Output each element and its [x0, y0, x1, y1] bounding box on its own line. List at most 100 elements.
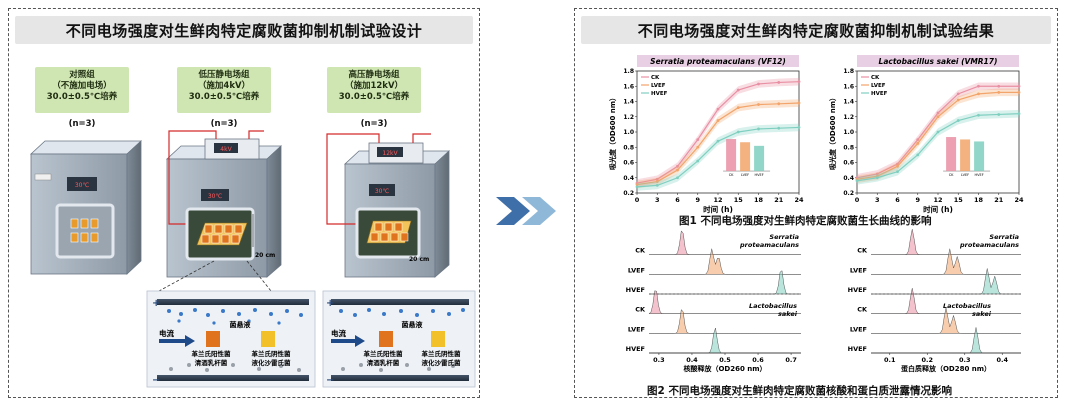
ridge-row-label: CK	[857, 247, 868, 255]
minus-sign: −	[152, 375, 160, 386]
data-point-CK	[716, 107, 720, 111]
x-axis-label: 时间 (h)	[923, 204, 953, 214]
legend-label-CK: CK	[871, 75, 880, 81]
n-label: (n=3)	[68, 119, 96, 129]
gram-negative-label: 革兰氏阴性菌	[422, 349, 462, 358]
data-point-LVEF	[997, 90, 1001, 94]
temp-display: 30℃	[208, 193, 223, 200]
chart-title-banner	[857, 55, 1019, 67]
y-tick-label: 0.8	[843, 144, 854, 151]
data-point-CK	[977, 84, 980, 88]
group-temp: 30.0±0.5℃培养	[188, 92, 260, 102]
data-point-HVEF	[696, 159, 700, 163]
ridge-density-LVEF	[871, 248, 1021, 275]
ridge-density-LVEF	[649, 308, 801, 334]
figure1-caption: 图1 不同电场强度对生鲜肉特定腐败菌生长曲线的影响	[679, 215, 932, 227]
mechanism-detail-low: + − 电流 菌悬液 革兰氏阳性菌 清酒乳杆菌 革兰氏阴性菌 液化沙雷氏菌	[146, 290, 316, 388]
control-incubator: 30℃	[29, 140, 143, 275]
data-point-CK	[875, 172, 879, 176]
gram-negative-species: 液化沙雷氏菌	[252, 358, 292, 367]
data-point-CK	[736, 88, 740, 92]
ridge-row-label: LVEF	[850, 325, 867, 333]
series-band-LVEF	[637, 99, 799, 189]
data-point-CK	[1017, 84, 1021, 88]
data-point-LVEF	[696, 145, 700, 149]
data-point-HVEF	[896, 170, 899, 174]
group-name: 低压静电场组	[198, 70, 250, 80]
ridge-row-label: CK	[635, 306, 646, 314]
incubator-illustration: 30℃ 4kV 30℃ 20 cm	[29, 130, 476, 388]
series-band-CK	[857, 82, 1019, 182]
data-point-LVEF	[736, 106, 740, 109]
y-tick-label: 1.2	[623, 114, 634, 121]
inset-bar-label-CK: CK	[729, 173, 734, 177]
x-tick-label: 0.5	[719, 356, 731, 364]
inset-bar-label-CK: CK	[949, 173, 954, 177]
inset-bar-LVEF	[960, 139, 971, 172]
inset-bar-HVEF	[974, 141, 985, 172]
data-point-HVEF	[716, 139, 720, 143]
n-label: (n=3)	[360, 119, 388, 129]
mechanism-detail-high: + − 电流 菌悬液 革兰氏阳性菌 清酒乳杆菌 革兰氏阴性菌 液化沙雷氏菌	[322, 290, 476, 388]
suspension-label: 菌悬液	[402, 320, 424, 329]
data-point-CK	[997, 84, 1001, 88]
y-axis-label: 吸光度（OD600 nm）	[828, 94, 837, 170]
y-tick-label: 1.2	[843, 114, 854, 121]
species-label: Serratia	[769, 233, 799, 241]
gram-positive-label: 革兰氏阳性菌	[192, 349, 232, 358]
ridge-row-label: CK	[635, 247, 646, 255]
data-point-LVEF	[635, 183, 639, 187]
series-band-HVEF	[637, 123, 799, 191]
data-point-LVEF	[655, 180, 659, 183]
data-point-LVEF	[956, 98, 960, 102]
x-tick-label: 0.2	[921, 356, 933, 364]
gram-positive-species: 清酒乳杆菌	[195, 358, 228, 367]
group-condition: （施加4kV）	[197, 81, 251, 91]
y-tick-label: 1.8	[843, 68, 854, 75]
data-point-LVEF	[896, 164, 899, 168]
plus-sign: +	[326, 298, 334, 309]
data-point-LVEF	[916, 142, 920, 145]
data-point-CK	[676, 164, 679, 168]
group-temp: 30.0±0.5℃培养	[46, 92, 118, 102]
x-axis-label: 核酸释放（OD260 nm）	[683, 364, 766, 373]
data-point-HVEF	[855, 179, 859, 183]
data-point-LVEF	[716, 119, 720, 122]
data-point-CK	[696, 138, 700, 142]
x-axis-label: 蛋白质释放（OD280 nm）	[901, 364, 991, 373]
control-group-box: 对照组 （不施加电场） 30.0±0.5℃培养	[35, 67, 129, 113]
data-point-LVEF	[757, 103, 760, 106]
x-tick-label: 0.4	[686, 356, 698, 364]
legend-label-CK: CK	[651, 75, 660, 81]
data-point-HVEF	[997, 113, 1001, 116]
inset-bar-LVEF	[740, 142, 751, 172]
high-field-group-box: 高压静电场组 （施加12kV） 30.0±0.5℃培养	[327, 67, 421, 113]
data-point-HVEF	[797, 126, 801, 129]
legend-label-LVEF: LVEF	[651, 83, 666, 89]
species-label: proteamaculans	[959, 241, 1019, 249]
x-tick-label: 0	[855, 196, 860, 204]
inset-bar-label-LVEF: LVEF	[741, 173, 749, 177]
current-label: 电流	[159, 328, 174, 338]
x-tick-label: 0.1	[884, 356, 896, 364]
y-tick-label: 0.6	[623, 160, 634, 167]
ridge-row-label: LVEF	[850, 266, 867, 274]
x-tick-label: 21	[774, 196, 784, 204]
x-axis-label: 时间 (h)	[703, 204, 733, 214]
group-name: 对照组	[69, 70, 95, 80]
y-tick-label: 1.8	[623, 68, 634, 75]
ridge-row-label: HVEF	[848, 345, 867, 353]
x-tick-label: 18	[754, 196, 764, 204]
x-tick-label: 3	[655, 196, 660, 204]
inset-bar-label-LVEF: LVEF	[961, 173, 969, 177]
voltage-meter-high: 12kV	[382, 150, 398, 157]
data-point-HVEF	[757, 127, 760, 131]
x-tick-label: 0.6	[752, 356, 764, 364]
plus-sign: +	[152, 298, 160, 309]
ridge-row-label: HVEF	[626, 286, 645, 294]
ridge-density-HVEF	[649, 327, 801, 354]
ridge-density-CK	[649, 230, 801, 255]
y-tick-label: 1.4	[843, 99, 854, 106]
